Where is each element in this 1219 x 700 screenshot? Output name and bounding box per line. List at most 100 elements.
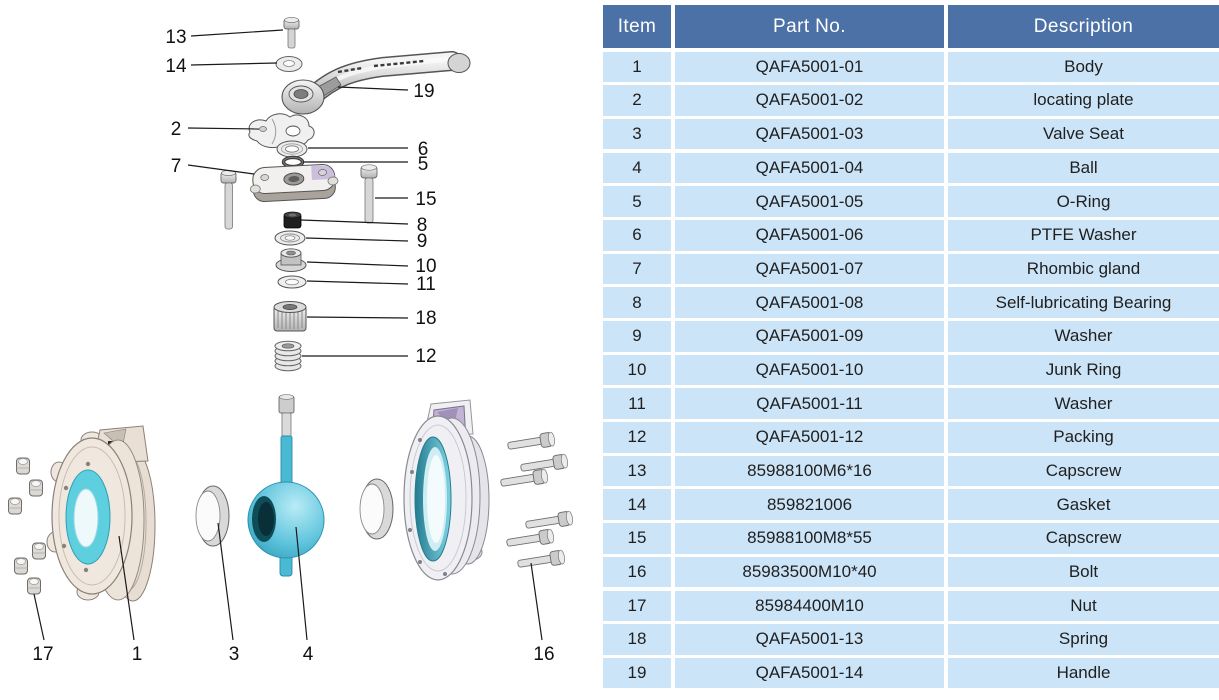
part-no-cell: QAFA5001-06 [675, 219, 944, 251]
part-no-cell: 85983500M10*40 [675, 556, 944, 588]
part-valve-seat-right [359, 478, 394, 540]
diagram-label-19: 19 [413, 81, 434, 102]
diagram-label-9: 9 [417, 231, 428, 252]
diagram-label-17: 17 [32, 644, 53, 665]
diagram-label-6: 6 [418, 139, 429, 160]
description-cell: Body [948, 51, 1219, 83]
column-header-part-no: Part No. [675, 5, 944, 48]
diagram-label-18: 18 [415, 308, 436, 329]
diagram-label-7: 7 [171, 156, 182, 177]
part-end-cap-body [403, 399, 490, 581]
leader-16 [530, 562, 543, 641]
description-cell: Nut [948, 590, 1219, 622]
part-no-cell: 85988100M6*16 [675, 455, 944, 487]
description-cell: Washer [948, 321, 1219, 352]
part-capscrew-13 [283, 17, 300, 49]
leader-14 [190, 62, 278, 66]
description-cell: Capscrew [948, 523, 1219, 554]
leader-8 [300, 219, 409, 225]
leader-1 [118, 535, 135, 641]
part-spring-18 [273, 301, 307, 332]
leader-4 [295, 526, 308, 641]
part-valve-seat-3 [195, 485, 230, 547]
item-cell: 15 [603, 523, 671, 554]
part-no-cell: QAFA5001-10 [675, 354, 944, 386]
item-cell: 17 [603, 590, 671, 622]
part-capscrew-15-left [220, 170, 237, 230]
leader-2 [187, 127, 260, 130]
leader-13 [190, 29, 284, 37]
diagram-label-13: 13 [165, 27, 186, 48]
diagram-label-8: 8 [417, 215, 428, 236]
description-cell: Rhombic gland [948, 253, 1219, 285]
part-no-cell: QAFA5001-11 [675, 388, 944, 419]
part-ball-4 [247, 394, 325, 577]
part-bearing-8 [283, 211, 302, 229]
part-no-cell: 859821006 [675, 489, 944, 521]
part-no-cell: QAFA5001-09 [675, 321, 944, 352]
item-cell: 12 [603, 422, 671, 453]
leader-9 [305, 237, 409, 242]
part-no-cell: 85988100M8*55 [675, 523, 944, 554]
part-gasket-14 [275, 56, 303, 72]
part-washer-11 [277, 275, 307, 289]
item-cell: 2 [603, 85, 671, 116]
part-washer-9 [274, 230, 306, 246]
item-cell: 16 [603, 556, 671, 588]
description-cell: Bolt [948, 556, 1219, 588]
part-no-cell: QAFA5001-12 [675, 422, 944, 453]
item-cell: 9 [603, 321, 671, 352]
item-cell: 14 [603, 489, 671, 521]
exploded-view-diagram: 13 14 19 2 6 5 7 15 8 9 10 11 18 12 17 1… [0, 0, 610, 690]
part-body-1 [46, 425, 156, 602]
diagram-label-2: 2 [171, 119, 182, 140]
item-cell: 8 [603, 287, 671, 318]
diagram-label-14: 14 [165, 56, 187, 77]
diagram-label-1: 1 [132, 644, 143, 665]
description-cell: Washer [948, 388, 1219, 419]
description-cell: Valve Seat [948, 118, 1219, 150]
part-ptfe-washer-6 [276, 140, 308, 158]
item-cell: 7 [603, 253, 671, 285]
leader-17 [33, 593, 45, 641]
part-no-cell: QAFA5001-05 [675, 186, 944, 217]
item-cell: 6 [603, 219, 671, 251]
item-cell: 19 [603, 657, 671, 689]
part-locating-plate-2 [248, 113, 315, 149]
description-cell: Self-lubricating Bearing [948, 287, 1219, 318]
part-bolts-16 [500, 431, 573, 568]
part-nuts-17 [8, 457, 46, 595]
item-cell: 11 [603, 388, 671, 419]
description-cell: Ball [948, 152, 1219, 184]
part-handle-19 [281, 51, 471, 115]
leader-3 [217, 522, 234, 641]
part-no-cell: QAFA5001-13 [675, 624, 944, 655]
part-junk-ring-10 [275, 248, 307, 272]
leader-19 [337, 86, 409, 91]
diagram-labels: 13 14 19 2 6 5 7 15 8 9 10 11 18 12 17 1… [32, 27, 554, 665]
description-cell: Handle [948, 657, 1219, 689]
leader-7 [187, 164, 255, 175]
part-no-cell: QAFA5001-03 [675, 118, 944, 150]
description-cell: PTFE Washer [948, 219, 1219, 251]
diagram-label-10: 10 [415, 256, 436, 277]
diagram-canvas: 13 14 19 2 6 5 7 15 8 9 10 11 18 12 17 1… [8, 17, 573, 665]
